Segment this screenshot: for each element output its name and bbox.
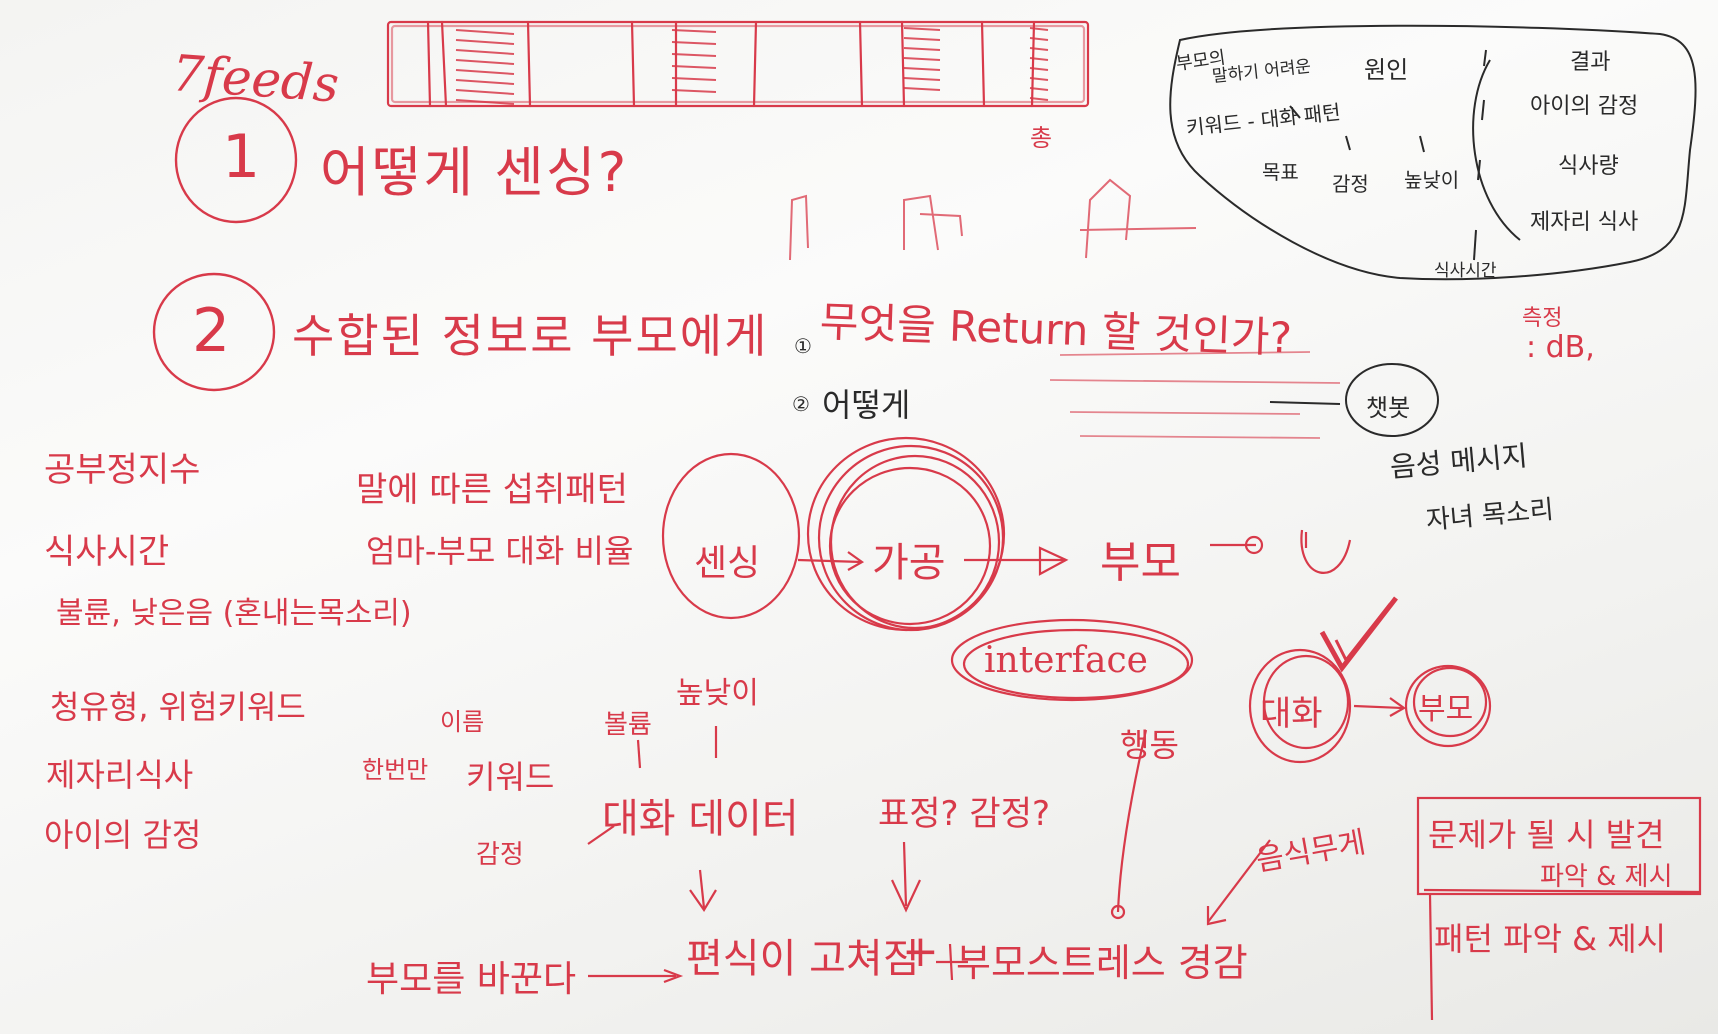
flow-sensing: 센싱 xyxy=(694,543,761,584)
cloud-bottom: 식사시간 xyxy=(1434,261,1497,281)
flow-parent-2: 부모 xyxy=(1418,692,1474,727)
tree-name: 이름 xyxy=(440,708,485,736)
tree-expression: 표정? 감정? xyxy=(878,794,1051,834)
tree-pitch: 높낮이 xyxy=(676,676,759,711)
left-list-item: 식사시간 xyxy=(44,532,170,572)
cloud-line1b: 원인 xyxy=(1364,56,1409,84)
db-note-line1: 측정 xyxy=(1522,306,1563,331)
chatbot-label: 챗봇 xyxy=(1366,394,1411,422)
cloud-line4b: 감정 xyxy=(1332,172,1369,196)
left-list-item: 제자리식사 xyxy=(46,756,194,794)
box-line3: 패턴 파악 & 제시 xyxy=(1434,920,1667,958)
cloud-line4a: 목표 xyxy=(1262,160,1299,184)
tree-emotion: 감정 xyxy=(476,840,524,870)
question-2-text: 수합된 정보로 부모에게 xyxy=(292,309,769,363)
marker-note: 총 xyxy=(1030,124,1053,152)
flow-interface: interface xyxy=(984,640,1148,681)
question-2-sub2-text: 어떻게 xyxy=(822,386,911,424)
left-list-item: 아이의 감정 xyxy=(44,816,202,854)
cloud-right3: 식사량 xyxy=(1558,154,1619,179)
left-list-item: 청유형, 위험키워드 xyxy=(50,688,306,726)
question-1-number: 1 xyxy=(222,122,261,192)
tree-volume: 볼륨 xyxy=(604,710,652,740)
tree-keyword: 키워드 xyxy=(466,758,555,796)
left-list-item: 불륜, 낮은음 (혼내는목소리) xyxy=(56,596,412,631)
tree-once: 한번만 xyxy=(362,756,429,784)
middle-note-1: 말에 따른 섭취패턴 xyxy=(356,470,628,510)
cloud-line4c: 높낮이 xyxy=(1404,168,1460,192)
db-note-line2: : dB, xyxy=(1526,330,1595,365)
cloud-right2: 아이의 감정 xyxy=(1530,94,1639,119)
left-list-item: 공부정지수 xyxy=(44,450,201,490)
flow-dialog: 대화 xyxy=(1260,694,1323,734)
bottom-left: 부모를 바꾼다 xyxy=(366,959,577,1000)
cloud-right1: 결과 xyxy=(1570,50,1611,75)
flow-processing: 가공 xyxy=(872,540,946,586)
bottom-plus: + xyxy=(902,926,939,977)
question-1-text: 어떻게 센싱? xyxy=(320,141,629,204)
question-2-sub1-number: ① xyxy=(794,334,812,358)
question-2-sub2-number: ② xyxy=(792,392,810,416)
question-2-number: 2 xyxy=(192,296,231,366)
box-line2: 파악 & 제시 xyxy=(1540,862,1673,892)
tree-conversation: 대화 데이터 xyxy=(602,796,799,842)
bottom-middle: 편식이 고쳐짐 xyxy=(686,936,920,982)
feeds-label: 7feeds xyxy=(169,44,341,114)
middle-note-2: 엄마-부모 대화 비율 xyxy=(366,532,634,570)
flow-parent: 부모 xyxy=(1100,537,1181,588)
bottom-right: 부모스트레스 경감 xyxy=(956,941,1248,985)
tree-behavior: 행동 xyxy=(1120,726,1179,764)
cloud-right4: 제자리 식사 xyxy=(1530,210,1639,235)
box-line1: 문제가 될 시 발견 xyxy=(1428,816,1665,854)
